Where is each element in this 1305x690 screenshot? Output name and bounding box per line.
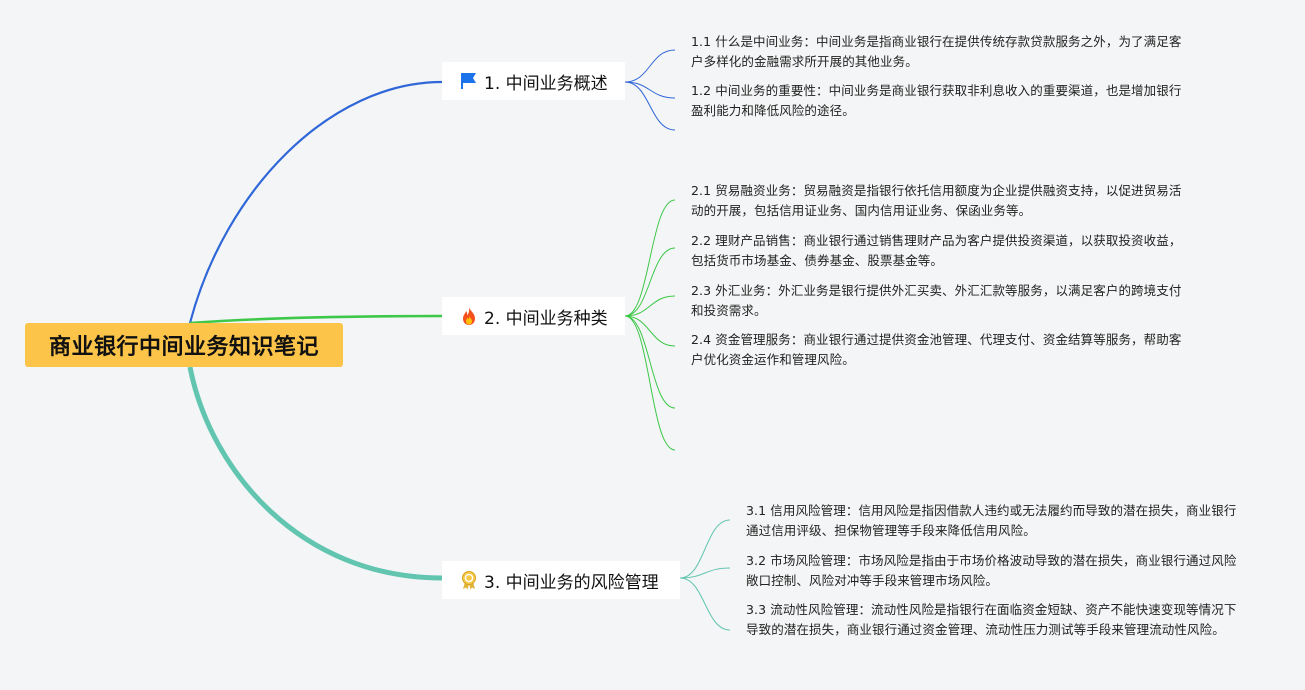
- topic-types[interactable]: 2. 中间业务种类: [442, 297, 625, 335]
- subtopic-text: 3.3 流动性风险管理：流动性风险是指银行在面临资金短缺、资产不能快速变现等情况…: [746, 602, 1237, 637]
- branch-line-3: [187, 366, 443, 581]
- flag-icon: [459, 71, 479, 91]
- subtopic-market-risk[interactable]: 3.2 市场风险管理：市场风险是指由于市场价格波动导致的潜在损失，商业银行通过风…: [746, 551, 1246, 591]
- sub-line-3-3: [679, 577, 731, 631]
- root-topic-title: 商业银行中间业务知识笔记: [48, 335, 319, 360]
- subtopic-cash-management[interactable]: 2.4 资金管理服务：商业银行通过提供资金池管理、代理支付、资金结算等服务，帮助…: [691, 330, 1191, 370]
- subtopic-forex-business[interactable]: 2.3 外汇业务：外汇业务是银行提供外汇买卖、外汇汇款等服务，以满足客户的跨境支…: [691, 281, 1191, 321]
- sub-line-2-4: [624, 315, 676, 347]
- subtopic-text: 1.1 什么是中间业务：中间业务是指商业银行在提供传统存款贷款服务之外，为了满足…: [691, 34, 1182, 69]
- subtopic-credit-risk[interactable]: 3.1 信用风险管理：信用风险是指因借款人违约或无法履约而导致的潜在损失，商业银…: [746, 501, 1246, 541]
- subtopic-what-is-intermediary-business[interactable]: 1.1 什么是中间业务：中间业务是指商业银行在提供传统存款贷款服务之外，为了满足…: [691, 32, 1191, 72]
- topic-risk-management-label: 3. 中间业务的风险管理: [484, 572, 659, 593]
- sub-line-1-1: [624, 49, 676, 83]
- sub-line-3-1: [679, 519, 731, 579]
- sub-line-2-1: [624, 199, 676, 317]
- subtopic-text: 2.3 外汇业务：外汇业务是银行提供外汇买卖、外汇汇款等服务，以满足客户的跨境支…: [691, 283, 1182, 318]
- subtopic-text: 2.1 贸易融资业务：贸易融资是指银行依托信用额度为企业提供融资支持，以促进贸易…: [691, 183, 1182, 218]
- sub-line-2-6: [624, 315, 676, 451]
- fire-icon: [459, 306, 479, 326]
- sub-line-2-3: [624, 295, 676, 317]
- subtopic-importance[interactable]: 1.2 中间业务的重要性：中间业务是商业银行获取非利息收入的重要渠道，也是增加银…: [691, 81, 1191, 121]
- root-topic[interactable]: 商业银行中间业务知识笔记: [25, 323, 343, 367]
- subtopic-liquidity-risk[interactable]: 3.3 流动性风险管理：流动性风险是指银行在面临资金短缺、资产不能快速变现等情况…: [746, 600, 1246, 640]
- sub-line-2-2: [624, 247, 676, 317]
- award-ribbon-icon: [459, 570, 479, 590]
- topic-overview[interactable]: 1. 中间业务概述: [442, 62, 625, 100]
- subtopic-text: 3.1 信用风险管理：信用风险是指因借款人违约或无法履约而导致的潜在损失，商业银…: [746, 503, 1237, 538]
- branch-line-2: [189, 314, 443, 325]
- topic-overview-label: 1. 中间业务概述: [484, 73, 608, 94]
- subtopic-text: 2.2 理财产品销售：商业银行通过销售理财产品为客户提供投资渠道，以获取投资收益…: [691, 233, 1182, 268]
- subtopic-text: 3.2 市场风险管理：市场风险是指由于市场价格波动导致的潜在损失，商业银行通过风…: [746, 553, 1237, 588]
- sub-line-1-3: [624, 81, 676, 131]
- sub-line-1-2: [624, 81, 676, 99]
- sub-line-3-2: [679, 567, 731, 579]
- topic-types-label: 2. 中间业务种类: [484, 308, 608, 329]
- subtopic-text: 2.4 资金管理服务：商业银行通过提供资金池管理、代理支付、资金结算等服务，帮助…: [691, 332, 1182, 367]
- branch-line-1: [188, 80, 443, 324]
- sub-line-2-5: [624, 315, 676, 409]
- subtopic-trade-finance[interactable]: 2.1 贸易融资业务：贸易融资是指银行依托信用额度为企业提供融资支持，以促进贸易…: [691, 181, 1191, 221]
- subtopic-text: 1.2 中间业务的重要性：中间业务是商业银行获取非利息收入的重要渠道，也是增加银…: [691, 83, 1182, 118]
- topic-risk-management[interactable]: 3. 中间业务的风险管理: [442, 561, 680, 599]
- subtopic-wealth-product-sales[interactable]: 2.2 理财产品销售：商业银行通过销售理财产品为客户提供投资渠道，以获取投资收益…: [691, 231, 1191, 271]
